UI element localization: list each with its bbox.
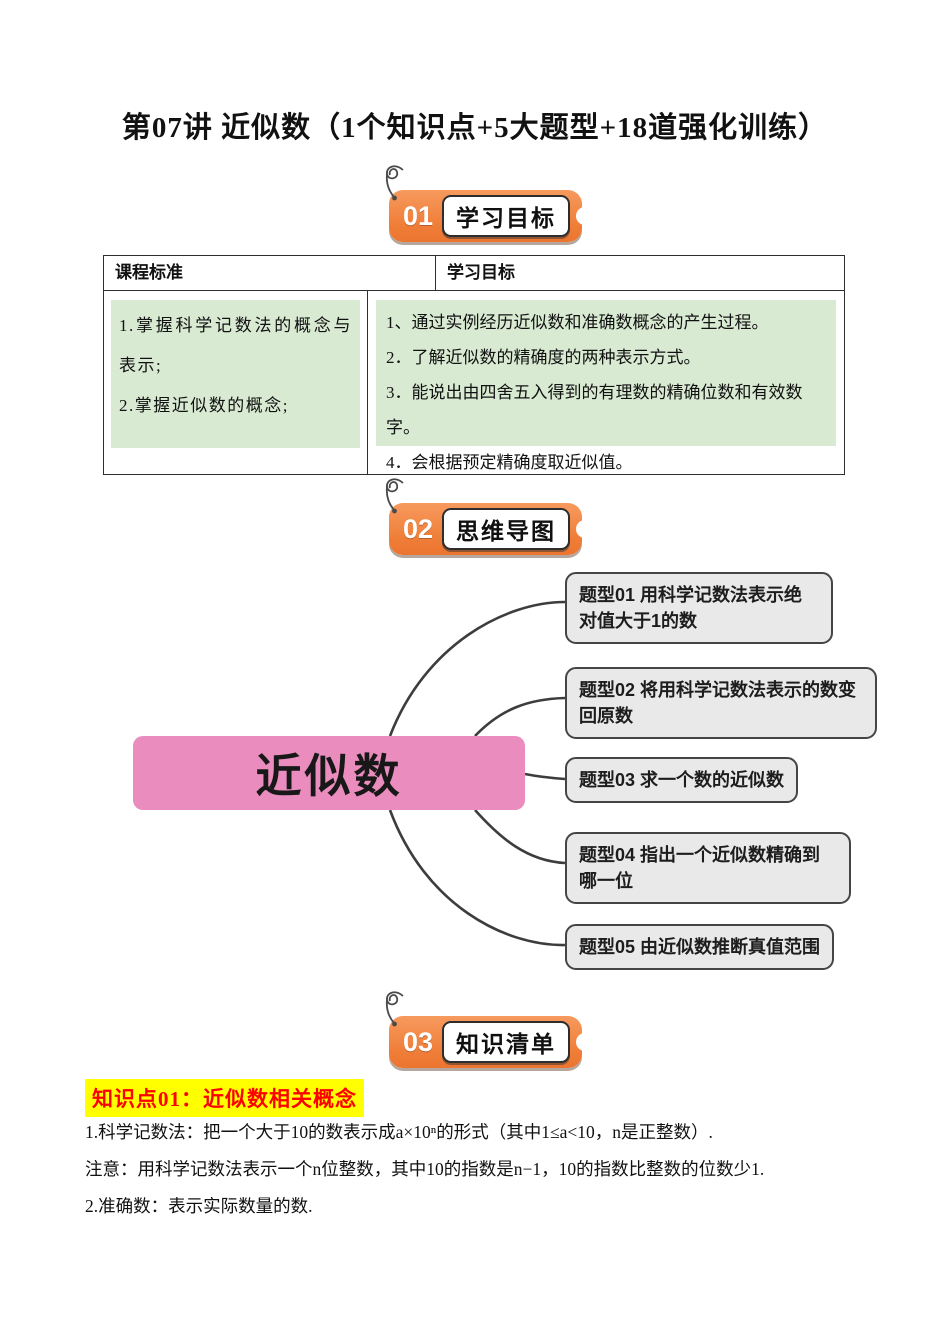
goal-item: 2．了解近似数的精确度的两种表示方式。 [386,348,701,367]
mindmap-connector-lines [388,600,566,947]
section-number: 02 [403,514,434,544]
learning-goal-content: 1、通过实例经历近似数和准确数概念的产生过程。 2．了解近似数的精确度的两种表示… [376,300,836,472]
knowledge-line-exact-number: 2.准确数：表示实际数量的数. [85,1196,313,1216]
mindmap-branch-topic-05: 题型05 由近似数推断真值范围 [565,924,835,970]
goals-table-header-row: 课程标准 学习目标 [103,255,845,291]
section-label: 学习目标 [442,195,571,237]
section-number: 01 [403,201,434,231]
curriculum-standard-cell: 1.掌握科学记数法的概念与表示; 2.掌握近似数的概念; [104,291,368,474]
goals-table: 课程标准 学习目标 1.掌握科学记数法的概念与表示; 2.掌握近似数的概念; 1… [103,255,845,475]
knowledge-line-scientific-notation: 1.科学记数法：把一个大于10的数表示成a×10ⁿ的形式（其中1≤a<10，n是… [85,1122,713,1142]
learning-goal-cell: 1、通过实例经历近似数和准确数概念的产生过程。 2．了解近似数的精确度的两种表示… [368,291,844,474]
goal-item: 1、通过实例经历近似数和准确数概念的产生过程。 [386,313,769,332]
knowledge-line-note: 注意：用科学记数法表示一个n位整数，其中10的指数是n−1，10的指数比整数的位… [85,1159,765,1179]
header-learning-goal: 学习目标 [447,263,515,282]
mind-map: 近似数 题型01 用科学记数法表示绝对值大于1的数 题型02 将用科学记数法表示… [75,560,885,990]
badge-notch [576,207,586,225]
mindmap-branch-topic-04: 题型04 指出一个近似数精确到哪一位 [565,832,851,904]
page-title: 第07讲 近似数（1个知识点+5大题型+18道强化训练） [121,112,829,144]
wire-clip-icon [385,165,404,201]
header-curriculum-standard: 课程标准 [104,256,436,290]
goals-table-body-row: 1.掌握科学记数法的概念与表示; 2.掌握近似数的概念; 1、通过实例经历近似数… [103,291,845,475]
section-number: 03 [403,1027,434,1057]
badge-notch [576,1033,586,1051]
section-badge-knowledge-list: 03 知识清单 [385,991,586,1068]
mindmap-branch-topic-03: 题型03 求一个数的近似数 [565,757,799,803]
mindmap-branch-topic-02: 题型02 将用科学记数法表示的数变回原数 [565,667,877,739]
section-label: 知识清单 [442,1021,571,1063]
section-badge-learning-goals: 01 学习目标 [385,165,586,242]
curriculum-standard-content: 1.掌握科学记数法的概念与表示; 2.掌握近似数的概念; [111,300,360,448]
wire-clip-icon [385,991,404,1027]
goal-item: 3．能说出由四舍五入得到的有理数的精确位数和有效数字。 [386,383,803,437]
mindmap-branch-topic-01: 题型01 用科学记数法表示绝对值大于1的数 [565,572,833,644]
goal-item: 4．会根据预定精确度取近似值。 [386,453,633,472]
badge-notch [576,520,586,538]
wire-clip-icon [385,478,404,514]
mindmap-center-node: 近似数 [133,736,525,810]
knowledge-text-block: 1.科学记数法：把一个大于10的数表示成a×10ⁿ的形式（其中1≤a<10，n是… [85,1120,885,1231]
section-label: 思维导图 [442,508,571,550]
curriculum-item: 1.掌握科学记数法的概念与表示; [119,316,352,375]
curriculum-item: 2.掌握近似数的概念; [119,396,289,415]
section-badge-mind-map: 02 思维导图 [385,478,586,555]
knowledge-point-heading: 知识点01：近似数相关概念 [85,1079,364,1117]
